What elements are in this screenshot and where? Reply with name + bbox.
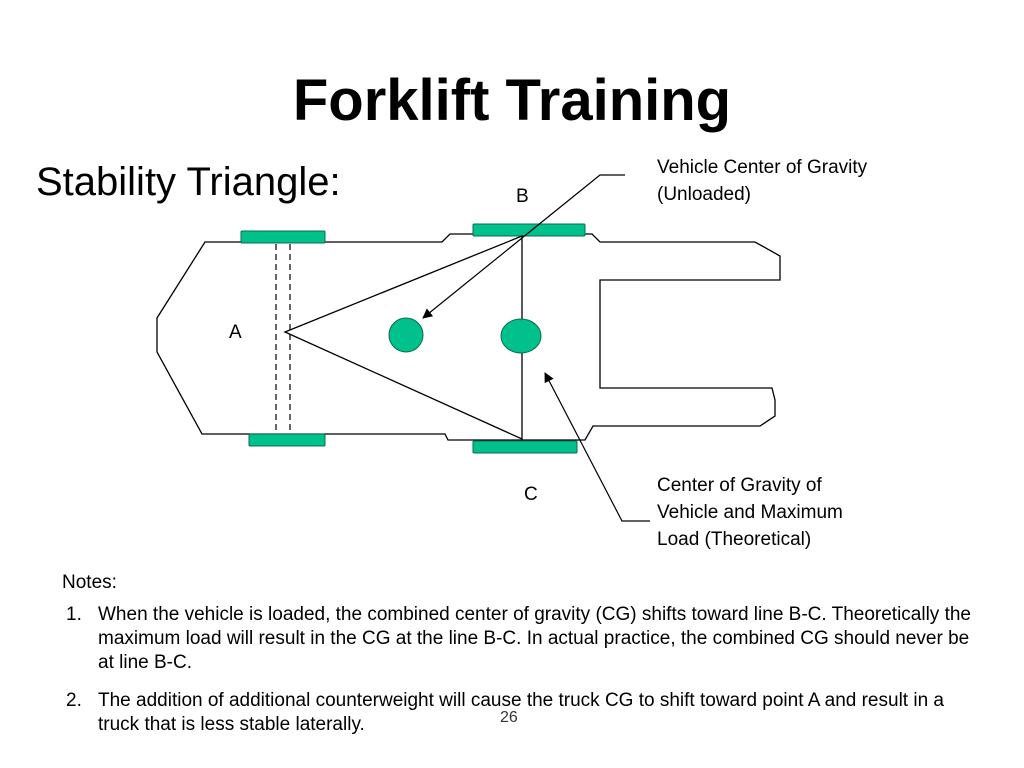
slide-page-number: 26: [500, 709, 518, 726]
note-number: 2.: [66, 690, 82, 711]
wheel: [248, 433, 326, 447]
note-text: The addition of additional counterweight…: [98, 690, 944, 735]
wheel: [472, 223, 586, 237]
page-title: Forklift Training: [292, 68, 732, 133]
forklift-body-outline: [156, 233, 781, 441]
loaded-cg-marker: [500, 318, 542, 354]
unloaded-cg-callout: Vehicle Center of Gravity (Unloaded): [657, 157, 868, 205]
wheel: [240, 230, 326, 244]
loaded-cg-leader-arrow: [544, 372, 650, 522]
note-item: 2. The addition of additional counterwei…: [66, 689, 986, 737]
note-item: 1. When the vehicle is loaded, the combi…: [66, 603, 986, 675]
note-text: When the vehicle is loaded, the combined…: [98, 604, 971, 673]
note-number: 1.: [66, 604, 82, 625]
point-a-label: A: [229, 322, 242, 343]
diagram-subtitle: Stability Triangle:: [36, 160, 341, 204]
notes-heading: Notes:: [62, 572, 117, 593]
wheel: [472, 440, 578, 454]
unloaded-cg-marker: [388, 317, 424, 353]
point-b-label: B: [516, 186, 529, 207]
loaded-cg-callout: Center of Gravity of Vehicle and Maximum…: [657, 475, 843, 550]
unloaded-cg-leader-arrow: [422, 174, 625, 319]
point-c-label: C: [524, 484, 538, 505]
